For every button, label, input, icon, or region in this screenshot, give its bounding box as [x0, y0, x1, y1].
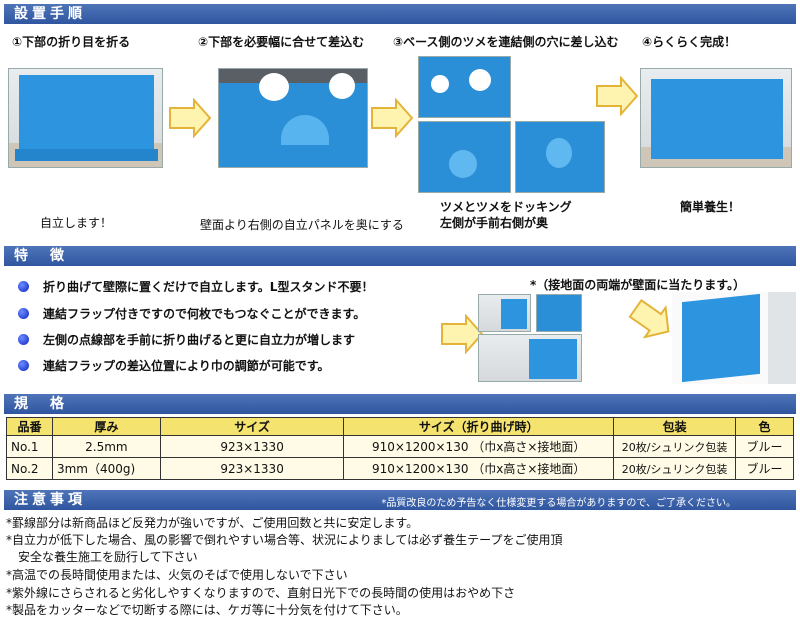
- step-1-title: ①下部の折り目を折る: [12, 35, 131, 49]
- caution-header-note: *品質改良のため予告なく仕様変更する場合がありますので、ご了承ください。: [381, 498, 736, 509]
- section-install-header: 設置手順: [4, 4, 796, 24]
- step-2-caption: 壁面より右側の自立パネルを奥にする: [200, 218, 404, 232]
- bullet-icon: [18, 308, 29, 319]
- bullet-icon: [18, 334, 29, 345]
- feature-photo-small-right: [536, 294, 582, 332]
- step-4-title: ④らくらく完成！: [642, 35, 737, 49]
- caution-item: *製品をカッターなどで切断する際には、ケガ等に十分気を付けて下さい。: [6, 603, 408, 617]
- caution-item: *高温での長時間使用または、火気のそばで使用しないで下さい: [6, 568, 348, 582]
- column-header: サイズ（折り曲げ時）: [343, 417, 615, 436]
- step-3-photo-bottom-right: [515, 121, 605, 193]
- feature-item: 折り曲げて壁際に置くだけで自立します。L型スタンド不要！: [18, 278, 373, 295]
- spec-table: 品番 厚み サイズ サイズ（折り曲げ時） 包装 色 No.1 2.5mm 923…: [6, 417, 794, 480]
- table-cell: 923×1330: [159, 435, 345, 458]
- table-row: No.2 3mm（400g) 923×1330 910×1200×130 （巾x…: [6, 457, 794, 480]
- feature-aside-note: *（接地面の両端が壁面に当たります。）: [530, 278, 746, 292]
- table-cell: 3mm（400g): [51, 457, 161, 480]
- bullet-icon: [18, 360, 29, 371]
- caution-item: 安全な養生施工を励行して下さい: [6, 550, 198, 564]
- table-cell: 910×1200×130 （巾x高さ×接地面）: [343, 457, 615, 480]
- table-cell: No.2: [6, 457, 53, 480]
- table-cell: 910×1200×130 （巾x高さ×接地面）: [343, 435, 615, 458]
- section-spec-header: 規 格: [4, 394, 796, 414]
- table-cell: ブルー: [735, 457, 794, 480]
- step-2-photo: [218, 68, 368, 168]
- table-header-row: 品番 厚み サイズ サイズ（折り曲げ時） 包装 色: [6, 417, 794, 436]
- step-1-photo: [8, 68, 163, 168]
- step-1-caption: 自立します！: [40, 216, 113, 230]
- table-cell: 923×1330: [159, 457, 345, 480]
- feature-photo-small-top: [478, 294, 531, 332]
- arrow-right-icon: [596, 76, 639, 116]
- table-cell: ブルー: [735, 435, 794, 458]
- column-header: 色: [735, 417, 794, 436]
- table-cell: 2.5mm: [51, 435, 161, 458]
- step-2-title: ②下部を必要幅に合せて差込む: [198, 35, 365, 49]
- feature-item: 連結フラップの差込位置により巾の調節が可能です。: [18, 357, 330, 374]
- feature-item: 左側の点線部を手前に折り曲げると更に自立力が増します: [18, 331, 355, 348]
- feature-item: 連結フラップ付きですので何枚でもつなぐことができます。: [18, 305, 365, 322]
- step-3-caption-2: 左側が手前右側が奥: [440, 216, 549, 230]
- feature-photo-large: [672, 292, 796, 384]
- caution-item: *罫線部分は新商品ほど反発力が強いですが、ご使用回数と共に安定します。: [6, 516, 419, 530]
- step-3-photo-bottom-left: [418, 121, 511, 193]
- table-row: No.1 2.5mm 923×1330 910×1200×130 （巾x高さ×接…: [6, 435, 794, 458]
- section-caution-header: 注意事項 *品質改良のため予告なく仕様変更する場合がありますので、ご了承ください…: [4, 490, 796, 510]
- feature-photo-small-bottom: [478, 334, 582, 382]
- step-4-photo: [640, 68, 792, 168]
- arrow-down-right-icon: [628, 298, 670, 339]
- step-3-caption: ツメとツメをドッキング: [440, 200, 572, 214]
- arrow-right-icon: [371, 98, 414, 138]
- section-caution-title: 注意事項: [14, 492, 86, 508]
- column-header: 厚み: [51, 417, 161, 436]
- arrow-right-icon: [169, 98, 212, 138]
- table-cell: No.1: [6, 435, 53, 458]
- step-3-photo-top: [418, 56, 511, 118]
- step-3-title: ③ベース側のツメを連結側の穴に差し込む: [393, 35, 619, 49]
- arrow-right-icon: [441, 314, 484, 354]
- step-4-caption: 簡単養生！: [680, 200, 741, 214]
- caution-item: *紫外線にさらされると劣化しやすくなりますので、直射日光下での長時間の使用はおや…: [6, 586, 516, 600]
- caution-item: *自立力が低下した場合、風の影響で倒れやすい場合等、状況によりましては必ず養生テ…: [6, 533, 563, 547]
- table-cell: 20枚/シュリンク包装: [613, 457, 737, 480]
- table-cell: 20枚/シュリンク包装: [613, 435, 737, 458]
- section-features-header: 特 徴: [4, 246, 796, 266]
- column-header: 品番: [6, 417, 53, 436]
- bullet-icon: [18, 281, 29, 292]
- column-header: 包装: [613, 417, 737, 436]
- column-header: サイズ: [159, 417, 345, 436]
